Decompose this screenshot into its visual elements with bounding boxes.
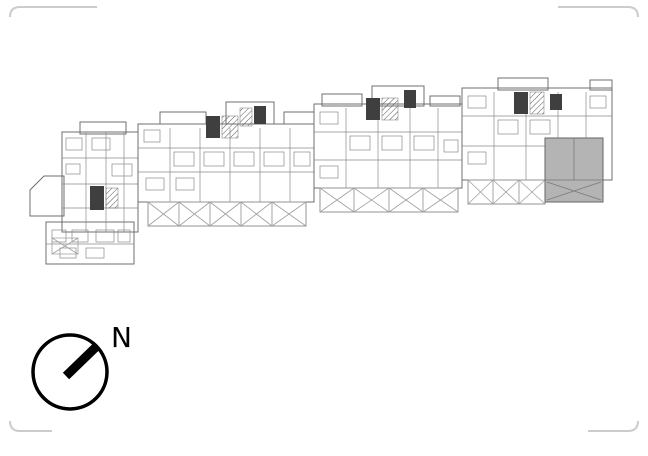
core-hatch	[105, 91, 545, 209]
stair-core	[90, 90, 562, 210]
block-b-partitions	[138, 128, 314, 202]
cropped-image-border	[9, 6, 639, 432]
block-c-partitions	[314, 108, 462, 188]
highlighted-unit[interactable]	[544, 137, 604, 203]
block-a-outline	[29, 121, 139, 265]
block-a-partitions	[46, 132, 138, 259]
building-plan	[29, 77, 613, 265]
north-label: N	[111, 321, 132, 354]
balcony-row	[52, 180, 545, 254]
north-arrow-icon	[31, 333, 109, 411]
